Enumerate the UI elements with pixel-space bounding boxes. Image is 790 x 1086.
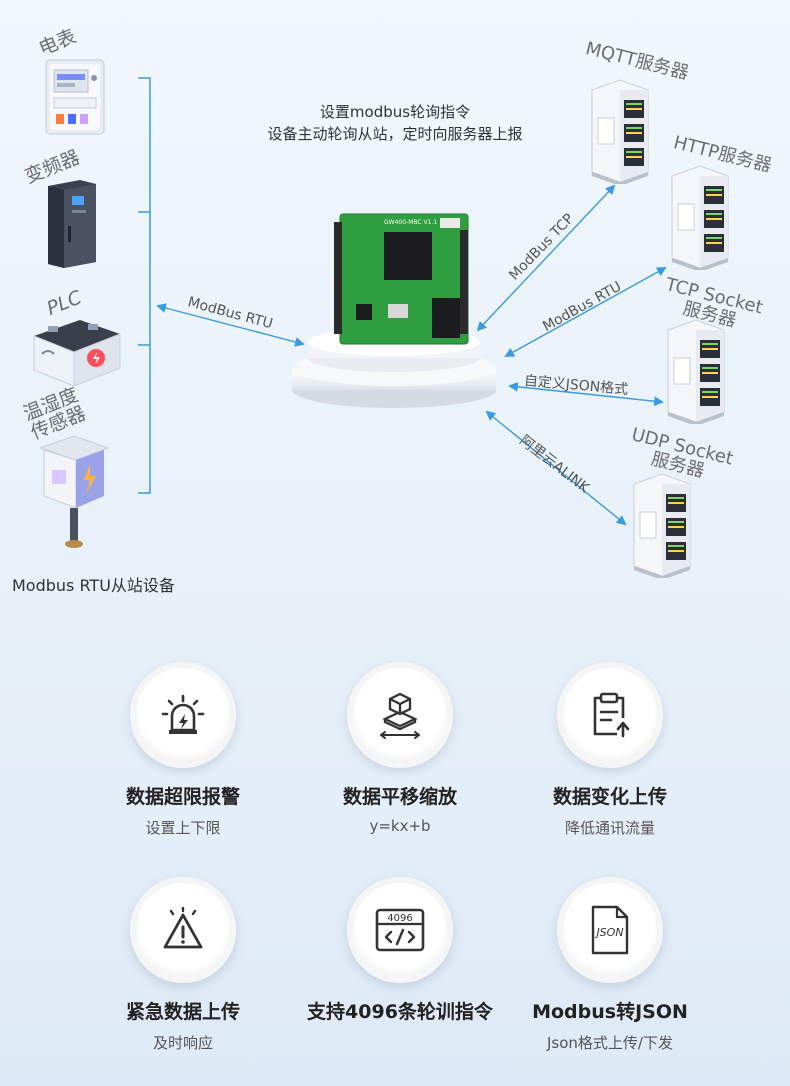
gateway-module: GW400-MBC V1.1 xyxy=(292,213,496,408)
feature-subtitle: 设置上下限 xyxy=(145,819,221,837)
feature-title: 数据变化上传 xyxy=(552,786,667,808)
server-icon xyxy=(671,165,729,270)
feature-data-change-upload: 数据变化上传 降低通讯流量 xyxy=(500,662,720,838)
feature-title: 数据超限报警 xyxy=(125,786,240,808)
server-icon xyxy=(667,319,725,424)
json-file-icon: JSON xyxy=(591,905,629,955)
cube-shift-icon xyxy=(380,692,420,739)
server-icon xyxy=(591,79,649,184)
device-bracket xyxy=(138,77,151,494)
feature-data-overlimit-alarm: 数据超限报警 设置上下限 xyxy=(73,662,293,838)
feature-title: Modbus转JSON xyxy=(532,1001,688,1023)
code-window-icon-text: 4096 xyxy=(387,913,412,924)
udp-link-arrow xyxy=(485,410,627,526)
rtu-link-arrow xyxy=(156,303,305,347)
feature-title: 紧急数据上传 xyxy=(125,1001,240,1023)
code-window-icon: 4096 xyxy=(375,908,425,952)
top-caption-line-2: 设备主动轮询从站，定时向服务器上报 xyxy=(267,125,523,143)
clipboard-upload-icon xyxy=(593,692,630,738)
connection-lines xyxy=(138,77,667,526)
feature-subtitle: 降低通讯流量 xyxy=(564,819,655,837)
mqtt-link-arrow xyxy=(476,184,616,332)
top-caption-line-1: 设置modbus轮询指令 xyxy=(319,103,471,121)
feature-title: 支持4096条轮训指令 xyxy=(307,1001,493,1023)
feature-subtitle: 及时响应 xyxy=(152,1034,213,1052)
temp-humidity-sensor-icon xyxy=(38,435,110,548)
feature-modbus-to-json: JSON Modbus转JSON Json格式上传/下发 xyxy=(500,877,720,1053)
alarm-light-icon xyxy=(161,694,205,734)
top-caption: 设置modbus轮询指令 设备主动轮询从站，定时向服务器上报 xyxy=(240,101,550,145)
feature-subtitle: y=kx+b xyxy=(369,817,431,835)
electric-meter-icon xyxy=(45,59,105,135)
server-icon xyxy=(633,473,691,578)
inverter-cabinet-icon xyxy=(48,180,96,268)
feature-title: 数据平移缩放 xyxy=(342,786,457,808)
warning-triangle-icon xyxy=(163,907,203,949)
tcp-link-arrow xyxy=(508,381,664,407)
feature-4096-polling-commands: 4096 支持4096条轮训指令 xyxy=(290,877,510,1024)
feature-data-shift-scale: 数据平移缩放 y=kx+b xyxy=(290,662,510,835)
json-file-icon-text: JSON xyxy=(594,926,623,939)
feature-subtitle: Json格式上传/下发 xyxy=(547,1034,673,1052)
feature-emergency-upload: 紧急数据上传 及时响应 xyxy=(73,877,293,1053)
http-link-arrow xyxy=(504,267,667,357)
slave-devices-caption: Modbus RTU从站设备 xyxy=(12,576,175,595)
module-board-text: GW400-MBC V1.1 xyxy=(384,219,437,226)
plc-module-icon xyxy=(33,320,121,387)
